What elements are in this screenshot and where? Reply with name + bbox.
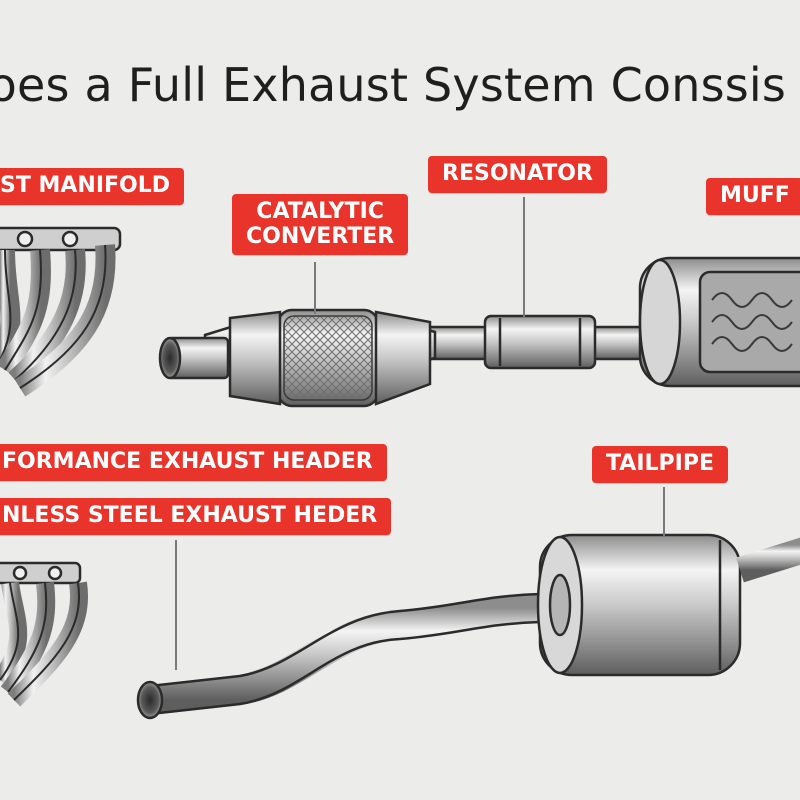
tailpipe-muffler-body	[536, 533, 742, 677]
label-tailpipe: TAILPIPE	[592, 446, 728, 483]
page-title: t Does a Full Exhaust System Conssis	[0, 58, 787, 112]
leader-line-resonator	[523, 197, 525, 317]
catalytic-converter-body	[203, 308, 437, 408]
muffler-body	[638, 256, 800, 388]
leader-line-header	[175, 540, 177, 670]
exhaust-header	[0, 561, 88, 707]
label-performance-exhaust-header: FORMANCE EXHAUST HEADER	[0, 444, 387, 481]
exhaust-manifold	[0, 226, 122, 397]
label-resonator: RESONATOR	[428, 156, 607, 193]
label-exhaust-manifold: ST MANIFOLD	[0, 168, 185, 205]
top-exhaust-line	[158, 256, 800, 408]
leader-line-tailpipe	[663, 487, 665, 537]
bottom-exhaust-line	[136, 533, 800, 720]
label-stainless-steel-exhaust-header: NLESS STEEL EXHAUST HEDER	[0, 498, 392, 535]
label-muffler: MUFF	[706, 178, 800, 215]
label-catalytic-converter: CATALYTIC CONVERTER	[232, 194, 409, 256]
leader-line-catalytic	[314, 262, 316, 314]
resonator-body	[483, 314, 597, 370]
